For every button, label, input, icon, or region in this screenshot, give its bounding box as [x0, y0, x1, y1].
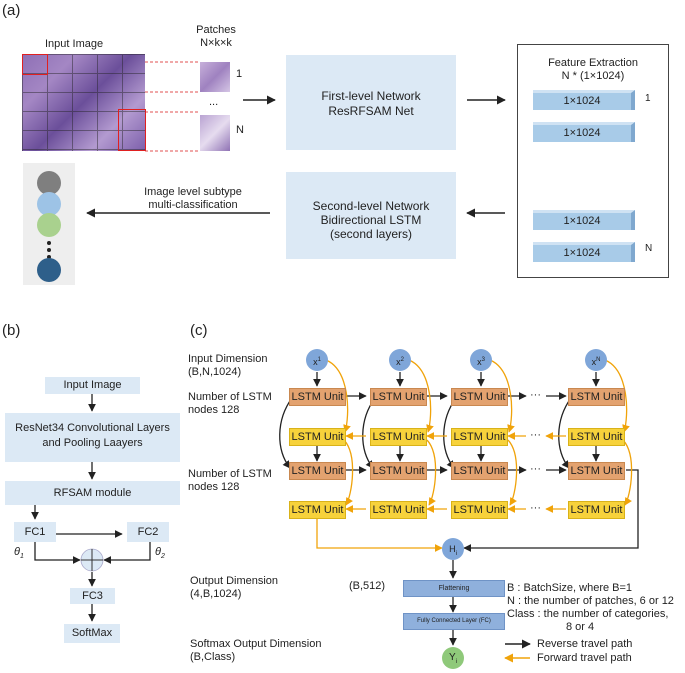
- second-network-line-2: Bidirectional LSTM: [320, 213, 422, 227]
- fc-layer-box: Fully Connected Layer (FC): [403, 613, 505, 630]
- legend-line-3: Class : the number of categories,: [507, 608, 669, 620]
- step-resnet-line-1: ResNet34 Convolutional Layers: [15, 422, 170, 434]
- class-dot-3: [37, 213, 61, 237]
- output-dim-label-line-2: (4,B,1024): [190, 588, 242, 600]
- feature-bar-4: 1×1024: [533, 242, 635, 262]
- input-node-3: x3: [470, 349, 492, 371]
- output-dim-label-line-1: Output Dimension: [190, 575, 279, 587]
- lstm-nodes-label-1-line-2: nodes 128: [188, 404, 240, 416]
- panel-b-arrows: [31, 394, 151, 622]
- feature-index-n: N: [645, 243, 653, 254]
- step-fc2: FC2: [127, 522, 169, 542]
- lstm-unit-l1-y-n: LSTM Unit: [568, 428, 625, 446]
- classification-label-line-2: multi-classification: [148, 199, 238, 211]
- feature-index-1: 1: [645, 93, 651, 104]
- patch-n-thumbnail: [200, 115, 230, 151]
- ellipsis-l1-y: ···: [530, 429, 541, 441]
- softmax-dim-label-line-1: Softmax Output Dimension: [190, 638, 322, 650]
- feature-title: Feature Extraction: [548, 57, 638, 69]
- feature-bar-1: 1×1024: [533, 90, 635, 110]
- theta-2: θ2: [155, 546, 165, 561]
- step-resnet-block: ResNet34 Convolutional Layers and Poolin…: [5, 413, 180, 462]
- lstm-unit-l1-y-2: LSTM Unit: [370, 428, 427, 446]
- patch-connector-lines: [145, 61, 200, 152]
- feature-bar-2: 1×1024: [533, 122, 635, 142]
- lstm-unit-l1-o-n: LSTM Unit: [568, 388, 625, 406]
- lstm-unit-l1-o-2: LSTM Unit: [370, 388, 427, 406]
- lstm-unit-l2-o-2: LSTM Unit: [370, 462, 427, 480]
- legend-forward-label: Forward travel path: [537, 652, 632, 664]
- input-dim-label-line-2: (B,N,1024): [188, 366, 242, 378]
- class-dot-2: [37, 192, 61, 216]
- ellipsis-l2-o: ···: [530, 463, 541, 475]
- lstm-nodes-label-2-line-1: Number of LSTM: [188, 468, 272, 480]
- patch-ellipsis: ...: [209, 96, 219, 108]
- panel-b-label: (b): [2, 322, 21, 339]
- legend-line-2: N : the number of patches, 6 or 12: [507, 595, 674, 607]
- patch-index-1: 1: [236, 68, 243, 80]
- second-network-line-3: (second layers): [329, 227, 413, 241]
- panel-a-label: (a): [2, 2, 21, 19]
- patches-label: Patches: [196, 24, 236, 36]
- first-network-line-2: ResRFSAM Net: [328, 104, 414, 118]
- step-rfsam: RFSAM module: [5, 481, 180, 505]
- ellipsis-l1-o: ···: [530, 389, 541, 401]
- ellipsis-l2-y: ···: [530, 502, 541, 514]
- input-image: [22, 54, 146, 151]
- patch-index-n: N: [236, 124, 244, 136]
- legend-reverse-label: Reverse travel path: [537, 638, 633, 650]
- panel-c-label: (c): [190, 322, 208, 339]
- lstm-unit-l2-y-3: LSTM Unit: [451, 501, 508, 519]
- class-dot-4: [37, 258, 61, 282]
- input-node-1: x1: [306, 349, 328, 371]
- class-dot-1: [37, 171, 61, 195]
- input-node-2: x2: [389, 349, 411, 371]
- step-softmax: SoftMax: [64, 624, 120, 643]
- lstm-unit-l2-y-2: LSTM Unit: [370, 501, 427, 519]
- input-dim-label-line-1: Input Dimension: [188, 353, 268, 365]
- lstm-nodes-label-1-line-1: Number of LSTM: [188, 391, 272, 403]
- feature-bar-3: 1×1024: [533, 210, 635, 230]
- second-level-network-box: Second-level Network Bidirectional LSTM …: [286, 172, 456, 259]
- panel-b-sum-node: [80, 548, 104, 572]
- lstm-unit-l2-o-1: LSTM Unit: [289, 462, 346, 480]
- lstm-nodes-label-2-line-2: nodes 128: [188, 481, 240, 493]
- lstm-unit-l2-o-n: LSTM Unit: [568, 462, 625, 480]
- patches-size: N×k×k: [200, 37, 232, 49]
- input-image-label: Input Image: [45, 38, 104, 50]
- patch-1-thumbnail: [200, 62, 230, 92]
- forward-travel-paths: [316, 359, 633, 552]
- lstm-unit-l2-y-1: LSTM Unit: [289, 501, 346, 519]
- classification-label-line-1: Image level subtype: [144, 186, 242, 198]
- hidden-node: Hi: [442, 538, 464, 560]
- step-fc1: FC1: [14, 522, 56, 542]
- output-node: Yi: [442, 647, 464, 669]
- step-fc3: FC3: [70, 588, 115, 604]
- step-input-image: Input Image: [45, 377, 140, 394]
- lstm-unit-l1-y-3: LSTM Unit: [451, 428, 508, 446]
- theta-1: θ1: [14, 546, 24, 561]
- first-level-network-box: First-level Network ResRFSAM Net: [286, 55, 456, 150]
- lstm-unit-l1-y-1: LSTM Unit: [289, 428, 346, 446]
- lstm-unit-l2-y-n: LSTM Unit: [568, 501, 625, 519]
- input-node-n: xN: [585, 349, 607, 371]
- legend-line-4: 8 or 4: [566, 621, 595, 633]
- step-resnet-line-2: and Pooling Laayers: [42, 437, 143, 449]
- feature-extraction-box: Feature Extraction N * (1×1024) 1×1024 1…: [517, 44, 669, 278]
- class-dots-panel: [23, 163, 75, 285]
- first-network-line-1: First-level Network: [321, 89, 421, 103]
- flattening-box: Flattening: [403, 580, 505, 597]
- lstm-unit-l2-o-3: LSTM Unit: [451, 462, 508, 480]
- legend-line-1: B : BatchSize, where B=1: [507, 582, 633, 594]
- feature-formula: N * (1×1024): [561, 70, 625, 82]
- lstm-unit-l1-o-3: LSTM Unit: [451, 388, 508, 406]
- b512-label: (B,512): [349, 580, 386, 592]
- softmax-dim-label-line-2: (B,Class): [190, 651, 236, 663]
- second-network-line-1: Second-level Network: [312, 199, 430, 213]
- lstm-unit-l1-o-1: LSTM Unit: [289, 388, 346, 406]
